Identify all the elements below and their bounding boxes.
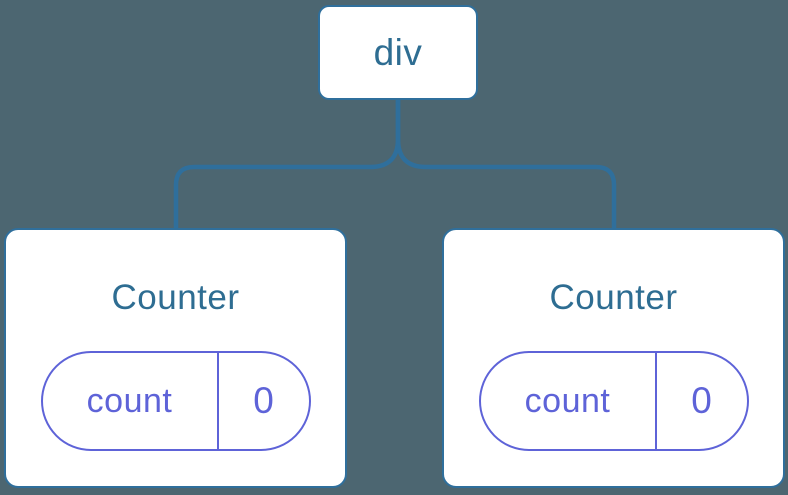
root-node-div: div <box>318 5 478 100</box>
counter-title: Counter <box>111 278 240 317</box>
connector-left-branch <box>173 100 401 230</box>
counter-node-right: Counter count 0 <box>442 228 785 488</box>
state-key-cell: count <box>481 353 657 449</box>
state-key-label: count <box>524 381 611 420</box>
root-node-label: div <box>373 31 423 73</box>
state-pill: count 0 <box>40 351 311 451</box>
state-value: 0 <box>253 380 274 421</box>
counter-title: Counter <box>549 278 678 317</box>
counter-node-left: Counter count 0 <box>4 228 347 488</box>
state-key-label: count <box>86 381 173 420</box>
state-key-cell: count <box>43 353 219 449</box>
state-pill: count 0 <box>478 351 749 451</box>
connector-right-branch <box>395 100 617 230</box>
state-value: 0 <box>691 380 712 421</box>
state-value-cell: 0 <box>219 353 309 449</box>
state-value-cell: 0 <box>657 353 747 449</box>
